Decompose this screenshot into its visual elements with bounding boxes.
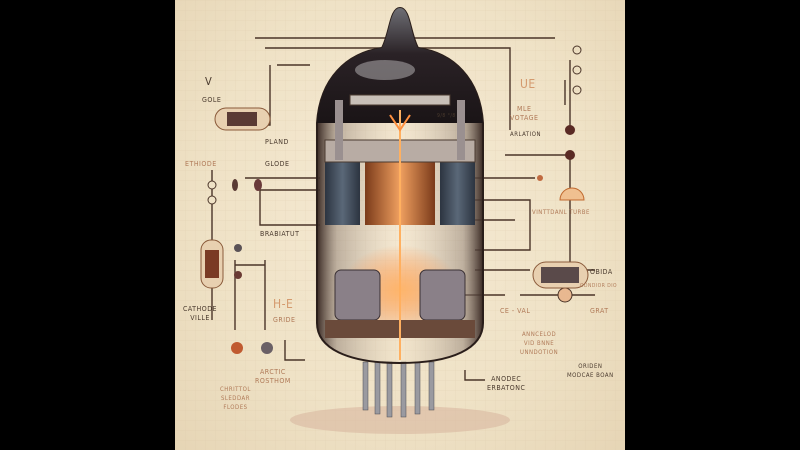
label-arctic-1: ARCTIC <box>259 368 286 376</box>
label-bl-1: CHRITTOL <box>220 386 251 393</box>
label-grat: GRAT <box>590 307 609 315</box>
label-arlation: ARLATION <box>510 131 541 138</box>
label-anodec-2: ERBATONC <box>487 384 526 392</box>
label-oriden-2: MODCAE BOAN <box>567 372 614 379</box>
label-v: V <box>205 75 213 88</box>
label-gride: GRIDE <box>273 316 296 324</box>
label-sub-top: 9/8 °/8 <box>437 113 456 119</box>
label-obida: OBIDA <box>590 268 613 276</box>
label-anncelon-1: ANNCELOD <box>521 331 557 338</box>
label-oriden-1: ORIDEN <box>578 363 603 370</box>
label-ue: UE <box>520 77 536 91</box>
diagram-graphics <box>175 0 625 450</box>
side-components <box>200 107 589 289</box>
label-gole: GOLE <box>202 96 222 104</box>
label-anodec-1: ANODEC <box>491 375 522 383</box>
label-glode: GLODE <box>265 160 290 168</box>
label-vinttdanl: VINTTDANL TURBE <box>532 209 590 216</box>
vacuum-tube <box>290 6 510 434</box>
label-brabiatut: BRABIATUT <box>260 230 300 238</box>
label-oriden: ORIDEN MODCAE BOAN <box>567 362 614 380</box>
label-arctic-2: ROSTHOM <box>255 377 291 385</box>
label-cathode: CATHODE <box>183 305 218 313</box>
label-anncelon-3: UNNDOTION <box>520 349 559 356</box>
label-bl-3: FLODES <box>223 404 248 411</box>
label-anncelon-2: VID BNNE <box>523 340 555 347</box>
label-bottom-left: CHRITTOL SLEDDAR FLODES <box>220 385 251 412</box>
label-ce-val: CE - VAL <box>500 307 531 315</box>
vacuum-tube-diagram: V GOLE PLAND ETHIODE GLODE BRABIATUT CAT… <box>175 0 625 450</box>
label-bl-2: SLEDDAR <box>220 395 250 402</box>
label-mle-2: VOTAGE <box>510 114 539 122</box>
connector-dots <box>207 45 585 354</box>
label-obida-sub: ODNDIOR DIO <box>580 283 618 289</box>
label-he: H-E <box>273 297 294 311</box>
label-pland: PLAND <box>265 138 289 146</box>
label-anncelon: ANNCELOD VID BNNE UNNDOTION <box>520 330 558 357</box>
label-ville: VILLE <box>190 314 210 322</box>
label-mle-1: MLE <box>517 105 532 113</box>
label-ethiode: ETHIODE <box>185 160 217 168</box>
